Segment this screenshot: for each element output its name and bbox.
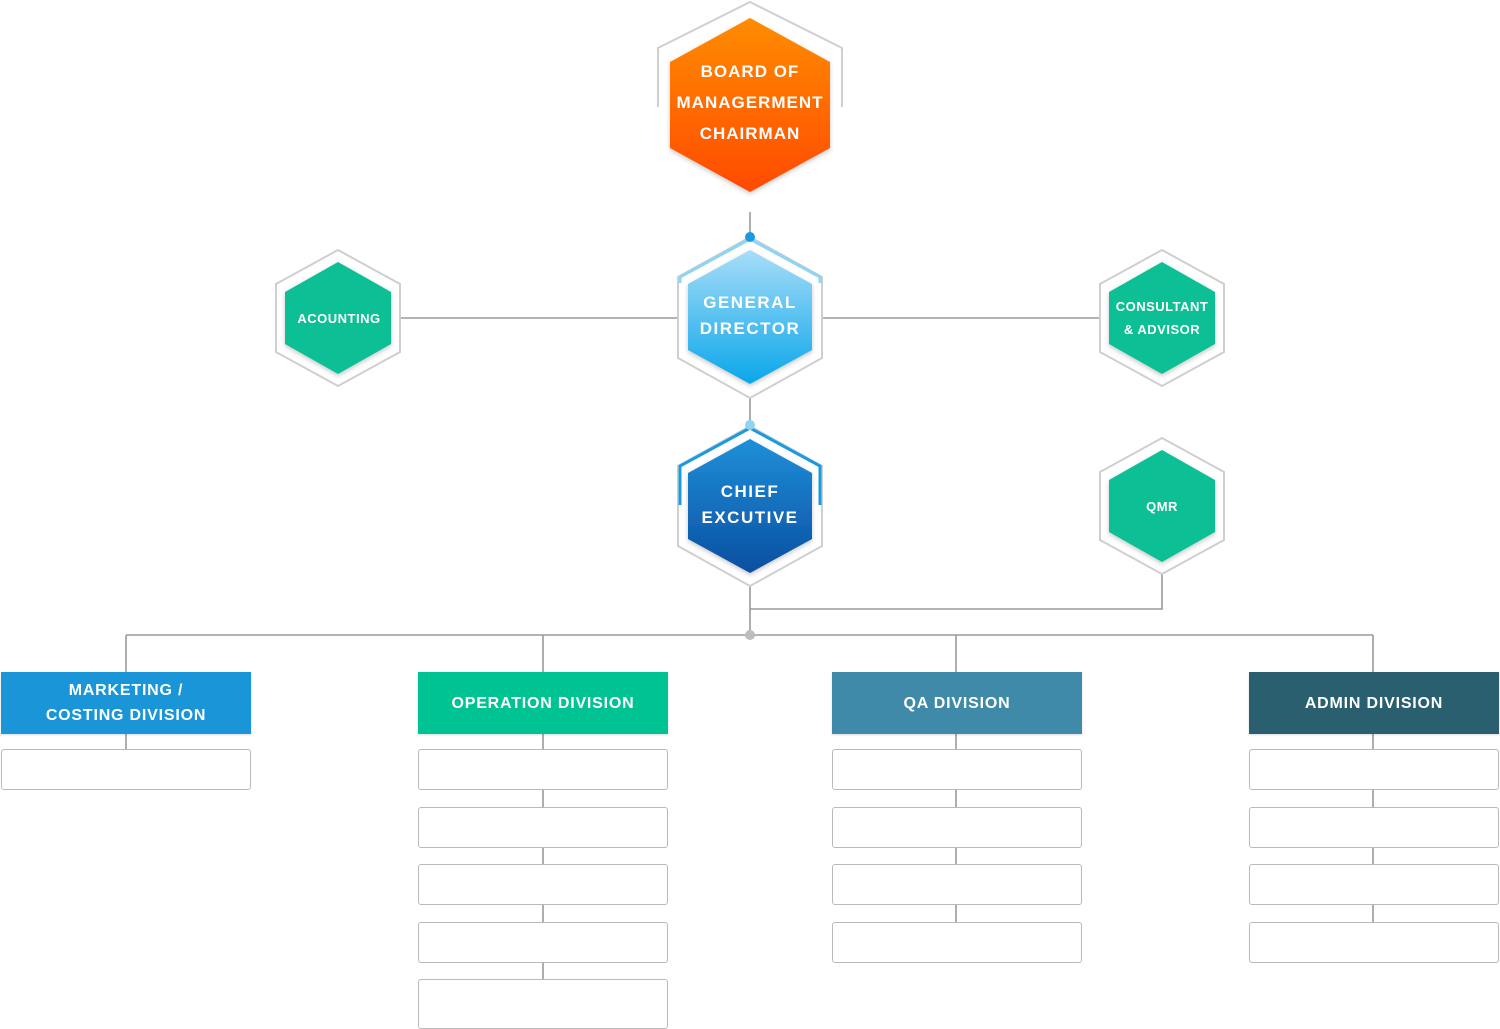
division-1-sub-box[interactable] [1,749,251,790]
chief-executive-hexagon [688,439,812,573]
qmr-label: QMR [1110,494,1214,518]
general-director-label-line-1: GENERAL [703,293,797,312]
division-2-sub-box[interactable] [418,979,668,1029]
division-qa[interactable]: QA DIVISION [832,672,1082,734]
consultant-label: CONSULTANT & ADVISOR [1106,295,1218,341]
division-2-sub-box[interactable] [418,749,668,790]
accounting-label-line-1: ACOUNTING [297,310,381,326]
consultant-hexagon [1109,262,1215,374]
division-3-sub-box[interactable] [832,749,1082,790]
general-director-label: GENERAL DIRECTOR [690,290,810,342]
division-3-sub-box[interactable] [832,921,1082,963]
division-marketing-costing[interactable]: MARKETING / COSTING DIVISION [1,672,251,734]
dot-chief-executive [745,420,755,430]
division-marketing-costing-line-2: COSTING DIVISION [45,707,207,724]
chief-executive-label-line-2: EXCUTIVE [701,508,799,527]
division-2-sub-box[interactable] [418,806,668,848]
accounting-hexagon [285,262,391,374]
division-admin-label: ADMIN DIVISION [1304,694,1444,712]
division-operation[interactable]: OPERATION DIVISION [418,672,668,734]
chief-executive-label: CHIEF EXCUTIVE [690,478,810,532]
consultant-label-line-2: & ADVISOR [1123,322,1201,337]
division-2-sub-box[interactable] [418,864,668,905]
division-4-sub-box[interactable] [1249,921,1499,963]
division-qa-label: QA DIVISION [903,694,1011,712]
chairman-label-line-1: BOARD OF [700,62,800,81]
division-4-sub-box[interactable] [1249,806,1499,848]
dot-general-director [745,232,755,242]
chairman-label-line-3: CHAIRMAN [699,124,801,143]
division-4-sub-box[interactable] [1249,864,1499,905]
chairman-label-line-2: MANAGERMENT [676,93,824,112]
division-3-sub-box[interactable] [832,864,1082,905]
division-2-sub-box[interactable] [418,921,668,963]
connector-qmr [750,573,1163,610]
qmr-label-line-1: QMR [1146,498,1178,514]
division-operation-label: OPERATION DIVISION [451,694,635,712]
chairman-outline-frame [657,0,843,107]
division-marketing-costing-line-1: MARKETING / [68,682,184,699]
chief-executive-label-line-1: CHIEF [720,482,780,501]
consultant-label-line-1: CONSULTANT [1115,299,1209,314]
division-4-sub-box[interactable] [1249,749,1499,790]
dot-bus-junction [745,630,755,640]
chairman-label: BOARD OF MANAGERMENT CHAIRMAN [670,55,830,150]
qmr-hexagon [1109,450,1215,562]
accounting-label: ACOUNTING [286,306,392,330]
division-3-sub-box[interactable] [832,806,1082,848]
general-director-hexagon [688,250,812,384]
division-admin[interactable]: ADMIN DIVISION [1249,672,1499,734]
chairman-hexagon [670,18,830,192]
general-director-label-line-2: DIRECTOR [699,319,801,338]
